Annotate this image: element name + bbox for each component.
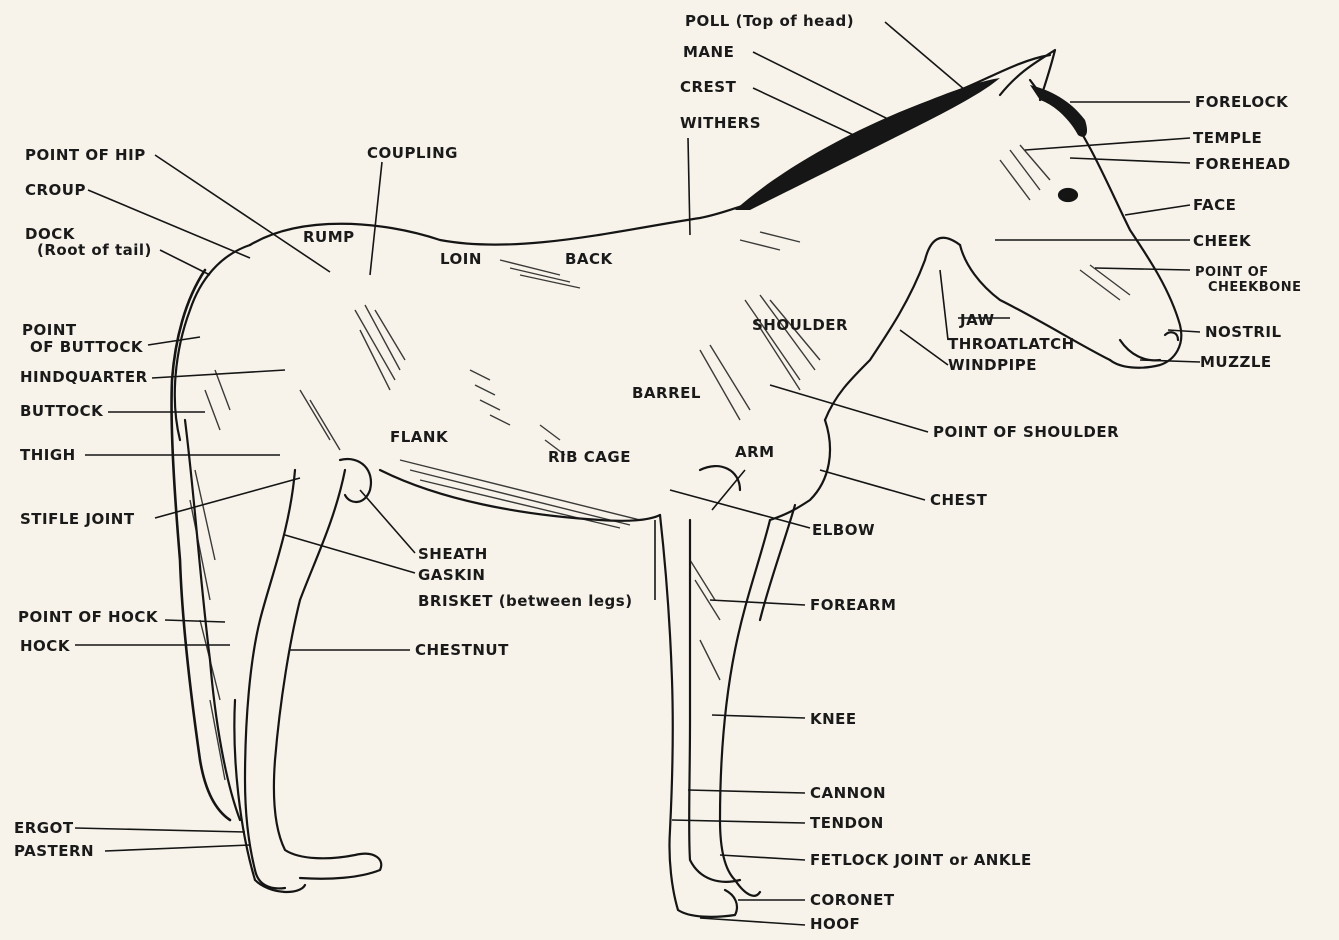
label-thigh: THIGH — [20, 448, 76, 463]
label-gaskin: GASKIN — [418, 568, 485, 583]
label-cannon: CANNON — [810, 786, 886, 801]
label-jaw: JAW — [960, 313, 995, 328]
label-flank: FLANK — [390, 430, 448, 445]
label-croup: CROUP — [25, 183, 86, 198]
label-face: FACE — [1193, 198, 1236, 213]
label-arm: ARM — [735, 445, 775, 460]
horse-eye — [1059, 189, 1077, 201]
label-coronet: CORONET — [810, 893, 895, 908]
label-hindquarter: HINDQUARTER — [20, 370, 148, 385]
label-nostril: NOSTRIL — [1205, 325, 1282, 340]
label-sheath: SHEATH — [418, 547, 488, 562]
label-withers: WITHERS — [680, 116, 761, 131]
label-elbow: ELBOW — [812, 523, 875, 538]
label-buttock: BUTTOCK — [20, 404, 103, 419]
label-point-of-buttock-2: OF BUTTOCK — [30, 340, 143, 355]
horse-nostril — [1165, 332, 1178, 340]
label-forelock: FORELOCK — [1195, 95, 1288, 110]
label-forearm: FOREARM — [810, 598, 896, 613]
label-cheek: CHEEK — [1193, 234, 1251, 249]
horse-belly-outline — [380, 470, 660, 521]
label-fetlock: FETLOCK JOINT or ANKLE — [810, 853, 1032, 868]
label-ergot: ERGOT — [14, 821, 74, 836]
label-back: BACK — [565, 252, 613, 267]
horse-hind-leg — [245, 470, 295, 888]
label-crest: CREST — [680, 80, 736, 95]
label-barrel: BARREL — [632, 386, 701, 401]
label-windpipe: WINDPIPE — [948, 358, 1037, 373]
label-poll: POLL (Top of head) — [685, 14, 854, 29]
horse-tail — [172, 270, 230, 820]
horse-mane — [735, 78, 1087, 210]
label-stifle: STIFLE JOINT — [20, 512, 135, 527]
label-point-of-buttock-1: POINT — [22, 323, 77, 338]
label-point-of-hock: POINT OF HOCK — [18, 610, 158, 625]
label-chest: CHEST — [930, 493, 987, 508]
label-brisket: BRISKET (between legs) — [418, 594, 633, 609]
label-knee: KNEE — [810, 712, 857, 727]
label-mane: MANE — [683, 45, 734, 60]
label-point-of-shoulder: POINT OF SHOULDER — [933, 425, 1119, 440]
label-dock-1: DOCK — [25, 227, 75, 242]
label-point-of-cheekbone-1: POINT OF — [1195, 265, 1269, 280]
label-muzzle: MUZZLE — [1200, 355, 1272, 370]
label-rump: RUMP — [303, 230, 355, 245]
label-temple: TEMPLE — [1193, 131, 1262, 146]
label-hoof: HOOF — [810, 917, 860, 932]
label-point-of-cheekbone-2: CHEEKBONE — [1208, 280, 1301, 295]
label-rib-cage: RIB CAGE — [548, 450, 631, 465]
label-pastern: PASTERN — [14, 844, 94, 859]
label-chestnut: CHESTNUT — [415, 643, 509, 658]
horse-front-leg-2 — [720, 520, 770, 896]
label-point-of-hip: POINT OF HIP — [25, 148, 146, 163]
label-tendon: TENDON — [810, 816, 884, 831]
label-forehead: FOREHEAD — [1195, 157, 1291, 172]
label-coupling: COUPLING — [367, 146, 458, 161]
label-shoulder: SHOULDER — [752, 318, 848, 333]
label-loin: LOIN — [440, 252, 482, 267]
label-throatlatch: THROATLATCH — [948, 337, 1075, 352]
label-dock-2: (Root of tail) — [37, 243, 152, 258]
label-hock: HOCK — [20, 639, 70, 654]
